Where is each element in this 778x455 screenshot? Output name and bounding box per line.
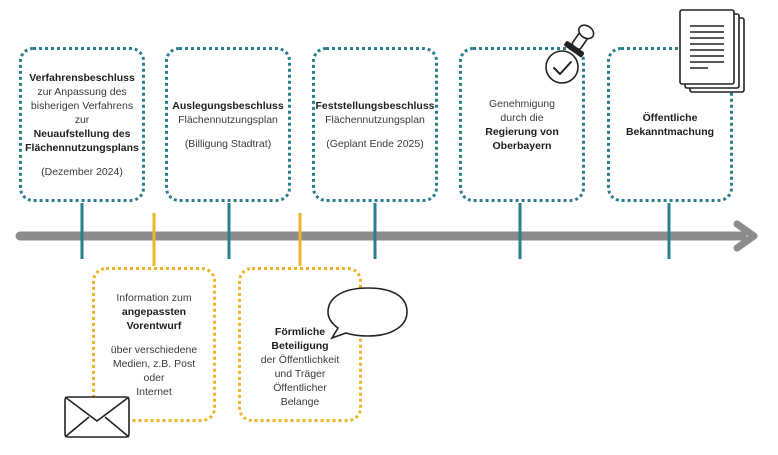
step-text: und Träger Öffentlicher [273, 367, 327, 394]
step-text: Genehmigung [489, 97, 555, 110]
step-auslegungsbeschluss: Auslegungsbeschluss Flächennutzungsplan … [165, 47, 291, 202]
step-text: der Öffentlichkeit [260, 353, 340, 366]
speech-bubble-icon [327, 287, 408, 340]
step-text: Flächennutzungsplan [178, 113, 278, 126]
document-stack-icon [679, 9, 745, 93]
timeline-arrow [15, 220, 758, 252]
step-bold-text: Öffentliche [642, 111, 698, 124]
step-bold-text: Flächennutzungsplans [25, 141, 139, 154]
step-bold-text: Bekanntmachung [625, 125, 715, 138]
step-verfahrensbeschluss: Verfahrensbeschluss zur Anpassung des bi… [19, 47, 145, 202]
step-text: zur Anpassung des [37, 85, 127, 98]
step-text: zur [74, 113, 90, 126]
step-foermliche-beteiligung: Förmliche Beteiligung der Öffentlichkeit… [238, 267, 362, 422]
step-title: Förmliche Beteiligung [271, 325, 329, 352]
step-title: Verfahrensbeschluss [29, 71, 135, 84]
step-bold-text: Oberbayern [492, 139, 552, 152]
step-title: Auslegungsbeschluss [172, 99, 284, 112]
step-text: Medien, z.B. Post oder [112, 357, 196, 384]
step-text: über verschiedene [110, 343, 198, 356]
step-text: bisherigen Verfahrens [30, 99, 134, 112]
approval-stamp-icon [545, 24, 595, 84]
step-note: (Geplant Ende 2025) [326, 137, 424, 150]
step-bold-text: angepassten [121, 305, 187, 318]
step-bold-text: Neuaufstellung des [33, 127, 131, 140]
step-text: Belange [280, 395, 320, 408]
step-text: Flächennutzungsplan [325, 113, 425, 126]
envelope-icon [64, 396, 130, 438]
step-bold-text: Regierung von [485, 125, 559, 138]
step-information-vorentwurf: Information zum angepassten Vorentwurf ü… [92, 267, 216, 422]
step-feststellungsbeschluss: Feststellungsbeschluss Flächennutzungspl… [312, 47, 438, 202]
step-text: Information zum [116, 291, 192, 304]
step-text: durch die [500, 111, 544, 124]
step-text: Internet [136, 385, 172, 398]
step-bold-text: Vorentwurf [126, 319, 182, 332]
step-note: (Dezember 2024) [41, 165, 123, 178]
step-note: (Billigung Stadtrat) [184, 137, 272, 150]
step-title: Feststellungsbeschluss [315, 99, 435, 112]
